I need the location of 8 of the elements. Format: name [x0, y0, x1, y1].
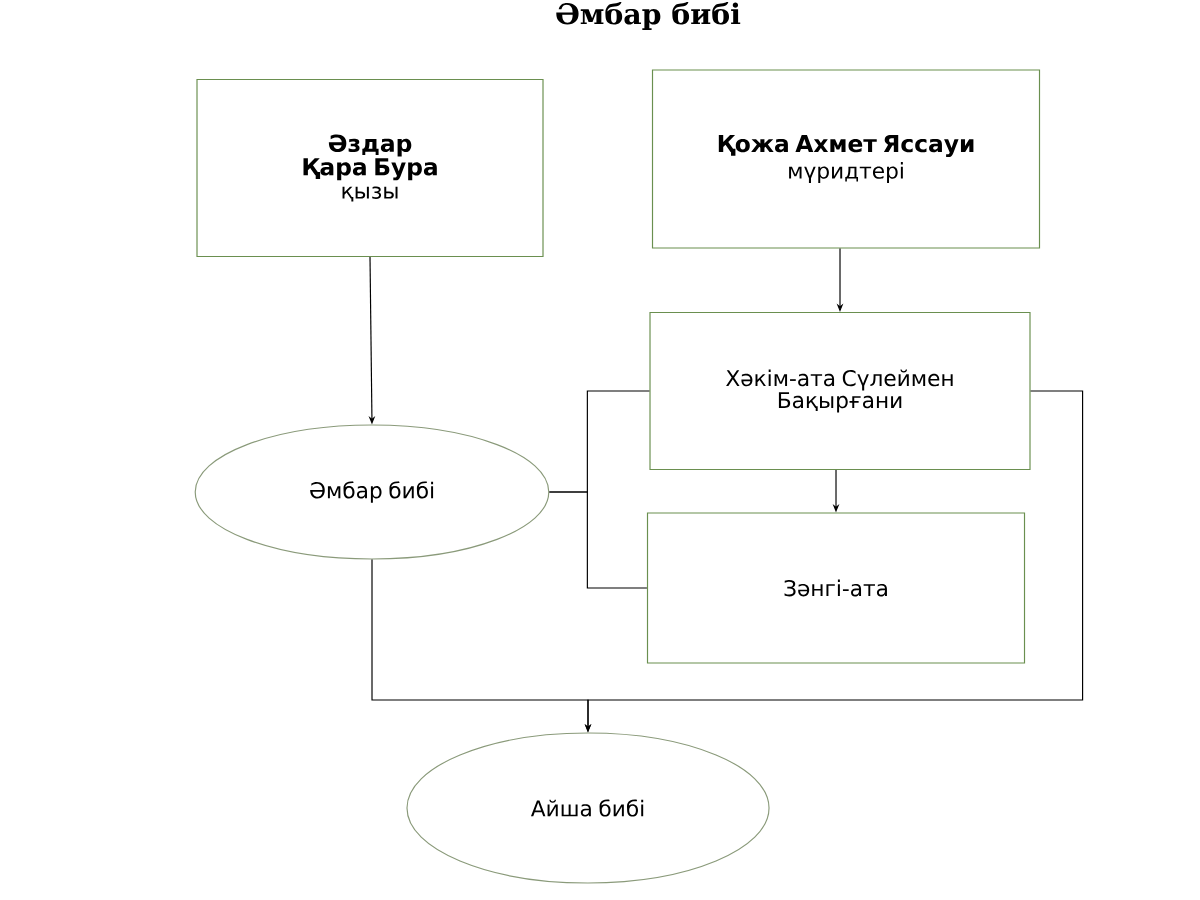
- text-box: Қожа Ахмет Яссауи мүридтері: [651, 69, 1041, 249]
- ellipse-node: Айша бибі: [406, 732, 770, 884]
- ellipse-node: Әмбар бибі: [194, 424, 550, 560]
- text-box: Хәкім-ата Сүлеймен Бақырғани: [649, 311, 1031, 471]
- text-box: Әздар Қара Бура қызы: [196, 78, 544, 258]
- connector: [548, 491, 648, 589]
- text-box: Зәнгі-ата: [646, 512, 1026, 664]
- title: Әмбар бибі: [556, 2, 741, 30]
